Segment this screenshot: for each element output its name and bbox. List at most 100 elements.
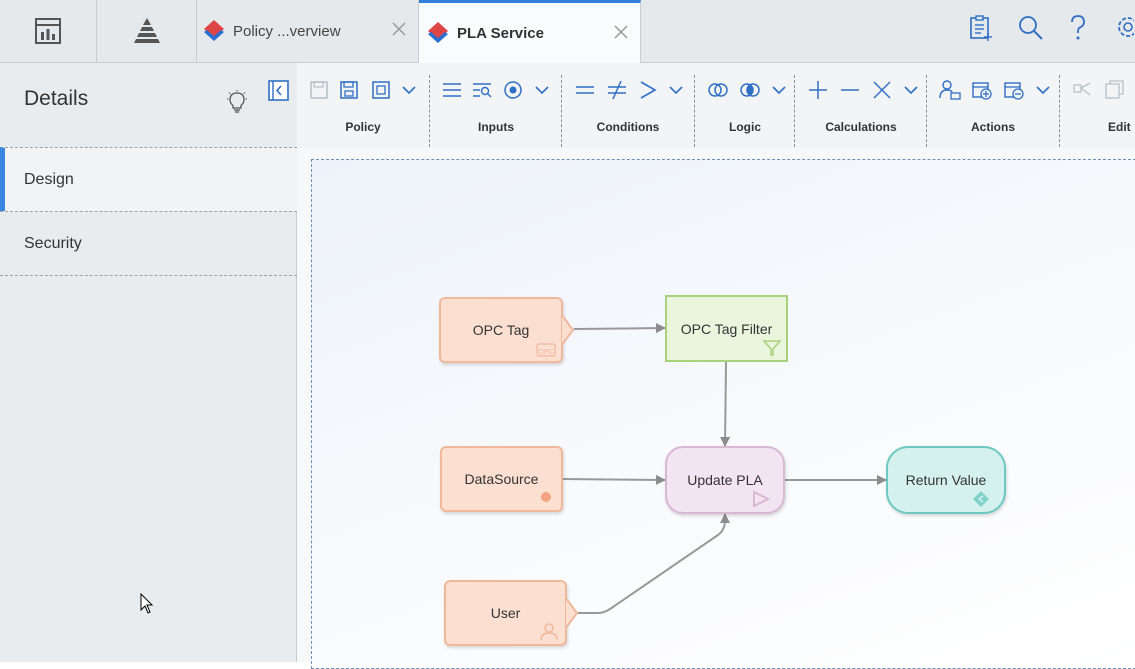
list-icon[interactable] [442,79,462,101]
chevron-down-icon[interactable] [903,79,919,101]
ribbon-group-label: Policy [345,120,381,134]
save-icon[interactable] [309,79,329,101]
node-label: OPC Tag Filter [680,320,773,337]
checklist-icon[interactable] [968,14,994,42]
connector-user-to-update[interactable] [578,513,730,614]
play-icon [753,490,771,508]
user-icon [540,623,558,641]
node-label: OPC Tag [472,322,530,338]
tab-pla-service[interactable]: PLA Service [419,0,641,63]
node-opc-tag-filter[interactable]: OPC Tag Filter [665,295,788,362]
chevron-down-icon[interactable] [1035,79,1051,101]
query-icon[interactable] [472,79,492,101]
nav-item-label: Design [24,170,74,188]
greater-than-icon[interactable] [638,79,658,101]
point-icon[interactable] [502,79,524,101]
minus-icon[interactable] [839,79,861,101]
node-label: DataSource [464,471,539,487]
duplicate-icon[interactable] [1104,79,1126,101]
and-icon[interactable] [707,79,729,101]
node-notch [561,314,575,346]
mouse-cursor-icon [140,593,154,614]
ribbon-group-calculations: Calculations [807,63,918,148]
nav-item-label: Security [24,234,82,252]
add-event-icon[interactable] [971,79,993,101]
node-label: Update PLA [687,472,763,488]
pyramid-icon [133,18,160,43]
ribbon-group-policy: Policy [309,63,417,148]
dashboard-tab[interactable] [0,0,97,62]
opc-badge-text: OPC [538,349,553,356]
plus-icon[interactable] [807,79,829,101]
save-as-icon[interactable] [339,79,361,101]
ribbon-group-actions: Actions [939,63,1050,148]
ribbon-group-inputs: Inputs [442,63,550,148]
details-header: Details [0,63,297,147]
ribbon-separator [794,75,795,147]
ribbon-group-label: Logic [729,120,761,134]
nav-item-design[interactable]: Design [0,147,297,211]
multiply-icon[interactable] [871,79,893,101]
top-tab-bar: Policy ...verview PLA Service [0,0,1135,63]
ribbon-group-label: Edit [1108,120,1131,134]
ribbon-group-logic: Logic [707,63,786,148]
policy-diamond-icon [428,22,448,43]
return-icon [973,491,989,507]
save-version-icon[interactable] [371,79,391,101]
ribbon-group-label: Calculations [825,120,897,134]
node-notch [565,597,579,629]
chevron-down-icon[interactable] [668,79,684,101]
node-return-value[interactable]: Return Value [886,446,1006,514]
ribbon-group-label: Inputs [478,120,514,134]
node-label: Return Value [905,472,987,488]
node-opc-tag[interactable]: OPC Tag OPC [439,297,563,363]
search-icon[interactable] [1018,14,1044,42]
node-datasource[interactable]: DataSource [440,446,563,512]
connector-datasource-to-update[interactable] [562,474,666,485]
ribbon-group-conditions: Conditions [574,63,684,148]
ribbon-separator [926,75,927,147]
gear-icon[interactable] [1114,14,1134,42]
filter-icon [762,340,782,356]
datasource-dot-icon [541,492,551,502]
person-action-icon[interactable] [939,79,961,101]
opc-badge-icon: OPC [536,343,556,357]
lightbulb-icon[interactable] [226,90,248,114]
divider [0,275,297,276]
copy-node-icon[interactable] [1072,79,1094,101]
node-update-pla[interactable]: Update PLA [665,446,785,514]
connector-filter-to-update[interactable] [720,361,731,447]
details-title: Details [24,87,89,110]
nav-item-security[interactable]: Security [0,211,297,275]
or-icon[interactable] [739,79,761,101]
policy-diamond-icon [204,20,224,41]
pyramid-tab[interactable] [97,0,197,62]
ribbon-group-label: Conditions [596,120,660,134]
chevron-down-icon[interactable] [771,79,787,101]
details-panel: Details Design Security [0,63,297,662]
ribbon-separator [429,75,430,147]
remove-event-icon[interactable] [1003,79,1025,101]
ribbon-toolbar: Policy Inputs Conditions Logic [297,63,1135,148]
ribbon-separator [561,75,562,147]
collapse-panel-icon[interactable] [268,80,289,101]
close-icon[interactable] [390,20,408,38]
ribbon-separator [1059,75,1060,147]
ribbon-group-label: Actions [970,120,1015,134]
ribbon-group-edit: Edit [1072,63,1135,148]
equals-icon[interactable] [574,79,596,101]
chevron-down-icon[interactable] [401,79,417,101]
not-equals-icon[interactable] [606,79,628,101]
tab-label: PLA Service [457,24,544,42]
tab-label: Policy ...verview [233,22,341,40]
connector-opc-tag-to-filter[interactable] [573,323,666,334]
close-icon[interactable] [612,23,630,41]
node-label: User [490,605,521,621]
help-icon[interactable] [1068,14,1088,42]
ribbon-separator [694,75,695,147]
tab-policy-overview[interactable]: Policy ...verview [197,0,419,62]
dashboard-icon [35,18,61,44]
chevron-down-icon[interactable] [534,79,550,101]
node-user[interactable]: User [444,580,567,646]
